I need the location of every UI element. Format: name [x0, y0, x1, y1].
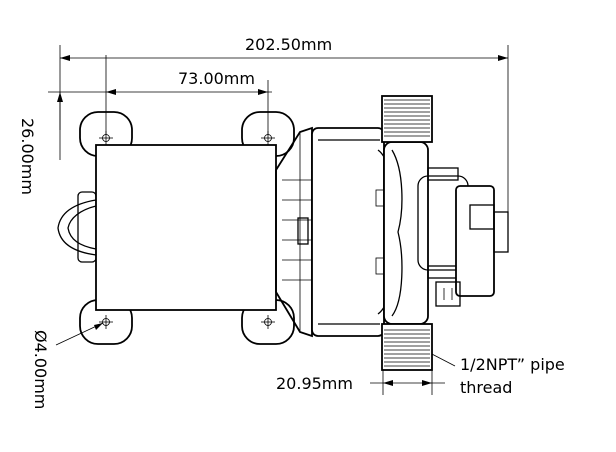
thread-note-line2: thread	[460, 378, 512, 397]
motor-rear-bell	[57, 191, 97, 263]
hole-diameter-leader: Ø4.00mm	[31, 322, 104, 409]
thread-note-line1: 1/2NPT” pipe	[460, 355, 565, 374]
mount-spacing-label: 73.00mm	[178, 69, 255, 88]
thread-note: 1/2NPT” pipe thread	[427, 351, 565, 397]
inlet-port-bottom	[381, 323, 433, 371]
mount-spacing-dimension: 73.00mm	[100, 55, 272, 135]
outlet-port-top	[381, 95, 433, 143]
pressure-switch	[435, 185, 509, 307]
motor-housing	[95, 144, 277, 311]
hole-diameter-label: Ø4.00mm	[31, 330, 50, 409]
motor-flange	[275, 126, 313, 338]
overall-length-label: 202.50mm	[245, 35, 332, 54]
port-width-label: 20.95mm	[276, 374, 353, 393]
pump-head	[311, 127, 395, 337]
mount-offset-label: 26.00mm	[18, 118, 37, 195]
mount-offset-dimension: 26.00mm	[18, 91, 100, 195]
overall-length-dimension: 202.50mm	[59, 35, 509, 215]
